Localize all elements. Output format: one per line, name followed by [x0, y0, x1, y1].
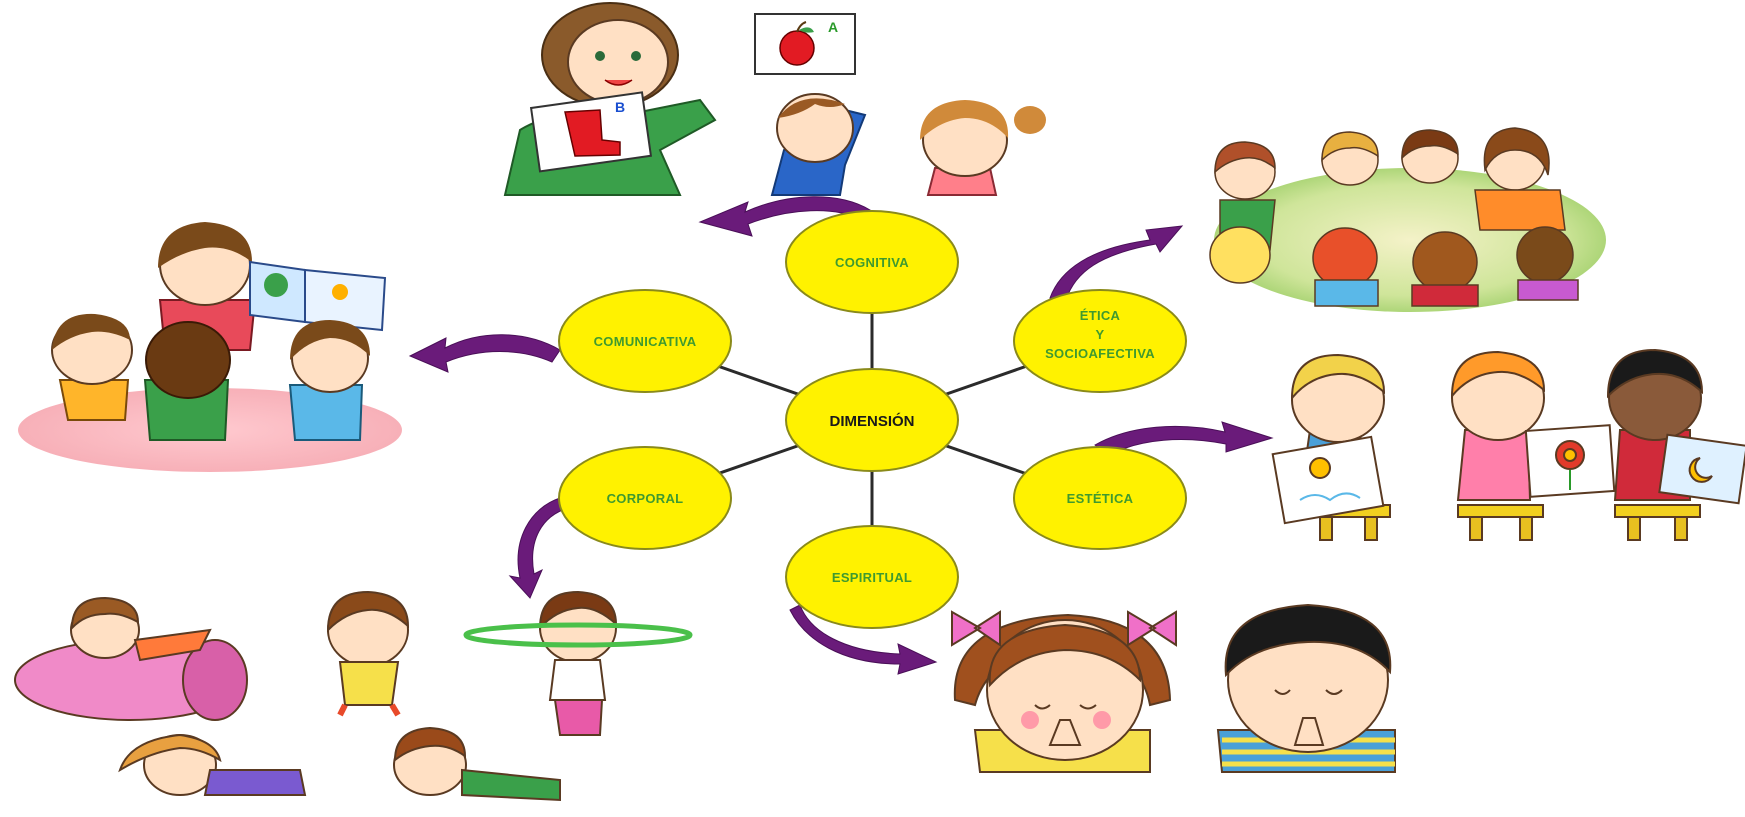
- illustration-kids-praying: [951, 603, 1396, 773]
- node-label-line-3: SOCIOAFECTIVA: [1045, 346, 1155, 361]
- node-label: ESPIRITUAL: [832, 570, 912, 585]
- illustration-kids-circle: [1209, 127, 1606, 312]
- node-espiritual[interactable]: ESPIRITUAL: [785, 525, 959, 629]
- node-center-dimension[interactable]: DIMENSIÓN: [785, 368, 959, 472]
- node-label: COMUNICATIVA: [594, 334, 697, 349]
- arrow-estetica: [1094, 421, 1274, 457]
- node-label: COGNITIVA: [835, 255, 909, 270]
- node-cognitiva[interactable]: COGNITIVA: [785, 210, 959, 314]
- node-label: ESTÉTICA: [1067, 491, 1134, 506]
- node-comunicativa[interactable]: COMUNICATIVA: [558, 289, 732, 393]
- curved-arrows: [408, 196, 1274, 675]
- arrow-cognitiva: [698, 196, 871, 237]
- illustration-reading-group: [18, 222, 402, 472]
- illustration-teacher-cards: B A: [503, 2, 1046, 196]
- node-etica[interactable]: ÉTICA Y SOCIOAFECTIVA: [1013, 289, 1187, 393]
- arrow-etica: [1049, 225, 1184, 301]
- center-label: DIMENSIÓN: [829, 412, 914, 430]
- illustration-kids-playing: [14, 590, 693, 802]
- node-label-line-2: Y: [1096, 327, 1105, 342]
- illustration-kids-drawings: [1271, 348, 1745, 541]
- arrow-corporal: [508, 497, 569, 599]
- card-a-letter: A: [828, 19, 838, 35]
- node-label-line-1: ÉTICA: [1080, 308, 1121, 323]
- arrow-espiritual: [789, 604, 938, 675]
- node-label: CORPORAL: [607, 491, 684, 506]
- arrow-comunicativa: [408, 334, 561, 373]
- card-b-letter: B: [615, 99, 625, 115]
- node-corporal[interactable]: CORPORAL: [558, 446, 732, 550]
- node-estetica[interactable]: ESTÉTICA: [1013, 446, 1187, 550]
